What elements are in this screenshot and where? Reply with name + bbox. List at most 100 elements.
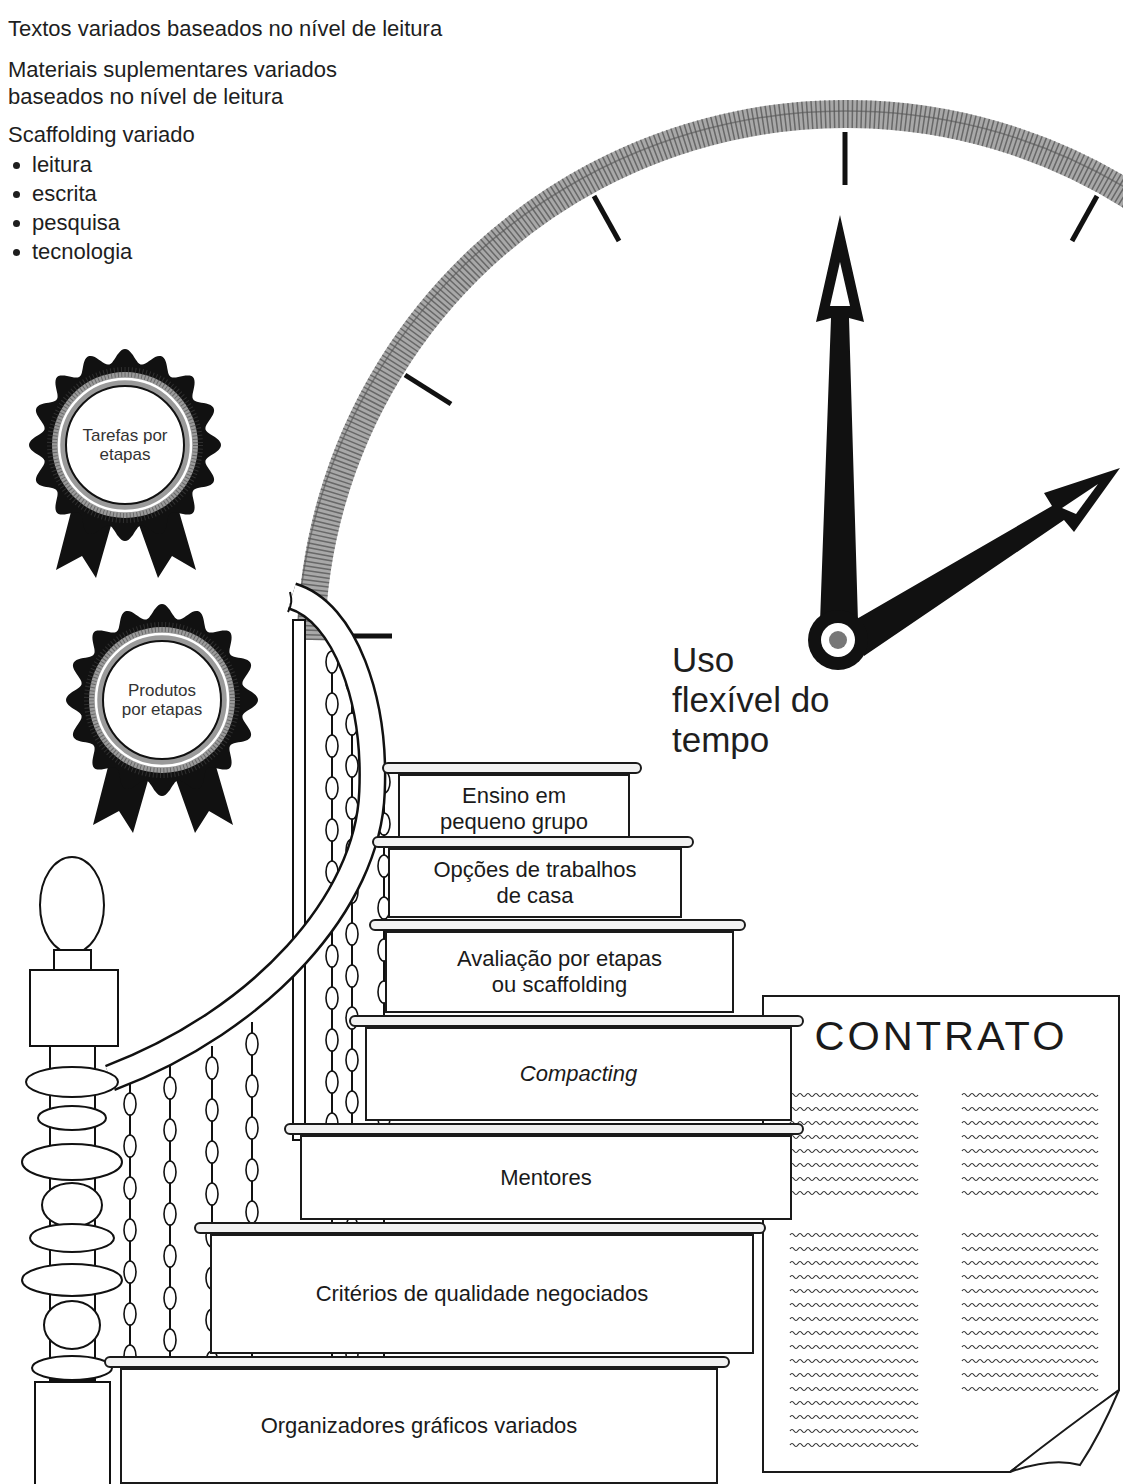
- note-label: Scaffolding variado: [8, 122, 408, 148]
- contract-text-line: [790, 1178, 918, 1181]
- bullet-dot: [13, 220, 20, 227]
- contract-text-line: [962, 1304, 1098, 1307]
- stair-step: Critérios de qualidade negociados: [210, 1234, 754, 1354]
- contract-text-line: [962, 1360, 1098, 1363]
- handrail-end: [288, 592, 291, 612]
- contract-text-line: [790, 1276, 918, 1279]
- hour-hand-inlay: [830, 262, 850, 306]
- stair-tread: [349, 1015, 804, 1027]
- stair-tread: [104, 1356, 730, 1368]
- baluster-bead: [326, 945, 338, 967]
- contract-text-line: [790, 1094, 918, 1097]
- contract-text-line: [790, 1108, 918, 1111]
- step-text: Avaliação por etapas ou scaffolding: [440, 942, 680, 1002]
- contract-text-line: [962, 1136, 1098, 1139]
- badge-text: Tarefas por etapas: [79, 426, 171, 464]
- baluster-bead: [206, 1057, 218, 1079]
- minute-hand: [848, 468, 1120, 656]
- newel-post: [22, 857, 122, 1484]
- baluster-bead: [124, 1135, 136, 1157]
- contract-text-line: [790, 1346, 918, 1349]
- contract-text-line: [790, 1402, 918, 1405]
- contract-text-line: [962, 1290, 1098, 1293]
- contract-text-line: [790, 1304, 918, 1307]
- baluster-bead: [124, 1261, 136, 1283]
- note-label: Uso flexível do tempo: [672, 640, 842, 760]
- contract-text-line: [962, 1332, 1098, 1335]
- step-text: Ensino em pequeno grupo: [422, 779, 607, 839]
- baluster-bead: [326, 819, 338, 841]
- contract-text-line: [962, 1374, 1098, 1377]
- baluster-bead: [326, 987, 338, 1009]
- baluster-bead: [246, 1117, 258, 1139]
- rosette-center: [103, 641, 221, 759]
- contract-text-line: [962, 1192, 1098, 1195]
- rosette-ring: [52, 372, 198, 518]
- contract-text-line: [962, 1122, 1098, 1125]
- rosette-ring-stipple: [52, 372, 198, 518]
- baluster-bead: [326, 1029, 338, 1051]
- stair-tread: [382, 762, 642, 774]
- baluster-bead: [164, 1119, 176, 1141]
- baluster-bead: [164, 1329, 176, 1351]
- contract-text-line: [962, 1318, 1098, 1321]
- contract-text-line: [962, 1346, 1098, 1349]
- contract-text-line: [790, 1430, 918, 1433]
- baluster-bead: [346, 923, 358, 945]
- stair-step: Organizadores gráficos variados: [120, 1368, 718, 1484]
- contract-title: CONTRATO: [762, 995, 1120, 1063]
- baluster-bead: [246, 1033, 258, 1055]
- rosette-ring-stipple: [89, 627, 235, 773]
- bullet-dot: [13, 249, 20, 256]
- stair-tread: [372, 836, 694, 848]
- contract-text-line: [962, 1262, 1098, 1265]
- contract-text-line: [790, 1248, 918, 1251]
- contract-text-line: [962, 1388, 1098, 1391]
- baluster-bead: [164, 1287, 176, 1309]
- contract-text-line: [962, 1178, 1098, 1181]
- contract-text-line: [790, 1122, 918, 1125]
- baluster-bead: [326, 777, 338, 799]
- baluster-bead: [206, 1141, 218, 1163]
- baluster-bead: [164, 1245, 176, 1267]
- contract-page: [762, 995, 1120, 1473]
- baluster-bead: [246, 1201, 258, 1223]
- contract-text-line: [790, 1234, 918, 1237]
- contract-text-line: [790, 1360, 918, 1363]
- stair-step: Mentores: [300, 1135, 792, 1220]
- baluster-bead: [246, 1075, 258, 1097]
- baluster-bead: [164, 1077, 176, 1099]
- contract-text-line: [790, 1332, 918, 1335]
- rosette-scallop: [66, 604, 258, 796]
- rosette-center: [66, 386, 184, 504]
- contract-text-line: [962, 1234, 1098, 1237]
- rosette-ring-line: [96, 634, 228, 766]
- contract-text-line: [790, 1416, 918, 1419]
- note-label: tecnologia: [32, 239, 332, 265]
- rosette-badge: Produtos por etapas: [62, 600, 262, 800]
- stair-step: Opções de trabalhos de casa: [388, 848, 682, 918]
- note-label: pesquisa: [32, 210, 332, 236]
- stair-post: [293, 620, 305, 1140]
- step-text: Mentores: [490, 1161, 602, 1195]
- baluster-bead: [206, 1183, 218, 1205]
- rosette-ring-line: [59, 379, 191, 511]
- baluster-bead: [326, 735, 338, 757]
- step-text: Compacting: [510, 1057, 647, 1091]
- baluster-bead: [124, 1303, 136, 1325]
- contract-text-line: [790, 1136, 918, 1139]
- contract-text-line: [962, 1094, 1098, 1097]
- note-label: Textos variados baseados no nível de lei…: [8, 16, 608, 42]
- contract-text-line: [790, 1164, 918, 1167]
- baluster-bead: [346, 755, 358, 777]
- bullet-dot: [13, 191, 20, 198]
- clock-pivot-center: [829, 631, 847, 649]
- note-label: Materiais suplementares variados baseado…: [8, 56, 388, 110]
- baluster-bead: [124, 1093, 136, 1115]
- stair-step: Avaliação por etapas ou scaffolding: [385, 931, 734, 1013]
- clock-pivot-ring: [821, 623, 855, 657]
- contract-text-line: [790, 1262, 918, 1265]
- baluster-bead: [206, 1099, 218, 1121]
- bullet-dot: [13, 162, 20, 169]
- baluster-bead: [346, 1049, 358, 1071]
